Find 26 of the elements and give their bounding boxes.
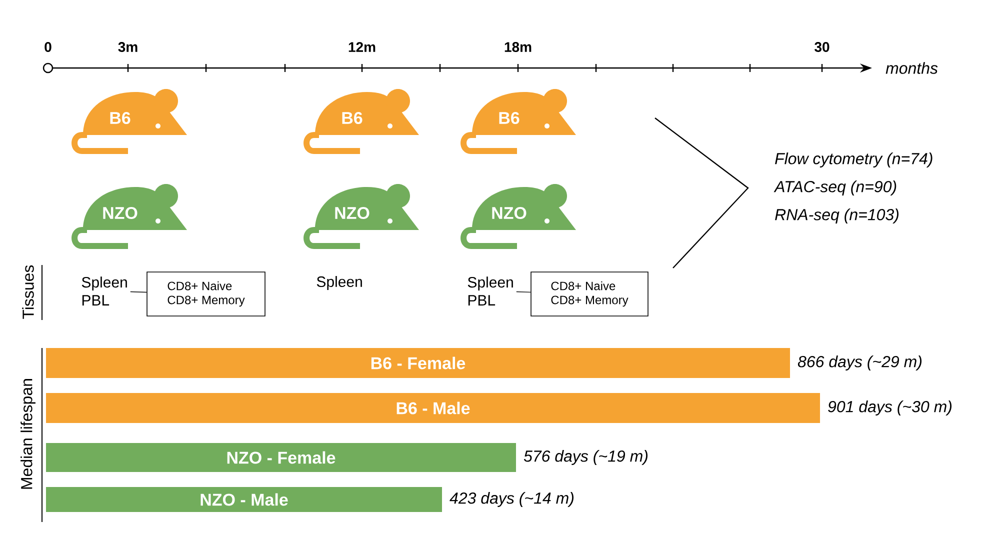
assay-label: Flow cytometry (n=74) bbox=[775, 152, 932, 168]
tick-label: 12m bbox=[348, 42, 376, 52]
tissue-label: Spleen PBL bbox=[468, 276, 513, 306]
cell-type-box: CD8+ Naive CD8+ Memory bbox=[146, 272, 266, 316]
lifespan-value: 423 days (~14 m) bbox=[450, 492, 574, 507]
connector-line bbox=[516, 291, 531, 293]
tissue-label: Spleen bbox=[316, 276, 362, 290]
tissue-label: Spleen PBL bbox=[82, 276, 127, 306]
lifespan-value: 576 days (~19 m) bbox=[524, 450, 648, 465]
lifespan-value: 866 days (~29 m) bbox=[798, 356, 922, 370]
side-label: Median lifespan bbox=[20, 379, 36, 489]
side-label: Tissues bbox=[22, 265, 34, 319]
assay-label: ATAC-seq (n=90) bbox=[774, 180, 896, 196]
lifespan-bar: NZO - Female bbox=[46, 443, 516, 472]
cell-type-box: CD8+ Naive CD8+ Memory bbox=[530, 272, 648, 316]
tick-label: 30 bbox=[814, 42, 830, 52]
axis-label: months bbox=[886, 62, 938, 74]
lifespan-bar: B6 - Male bbox=[46, 393, 820, 423]
tick-label: 18m bbox=[504, 42, 532, 52]
assay-label: RNA-seq (n=103) bbox=[775, 208, 898, 224]
tick-label: 3m bbox=[118, 42, 138, 52]
lifespan-bar: NZO - Male bbox=[46, 487, 442, 512]
lifespan-bar: B6 - Female bbox=[46, 348, 790, 378]
lifespan-value: 901 days (~30 m) bbox=[828, 400, 952, 416]
connector-line bbox=[130, 291, 147, 293]
tick-label: 0 bbox=[44, 42, 52, 52]
